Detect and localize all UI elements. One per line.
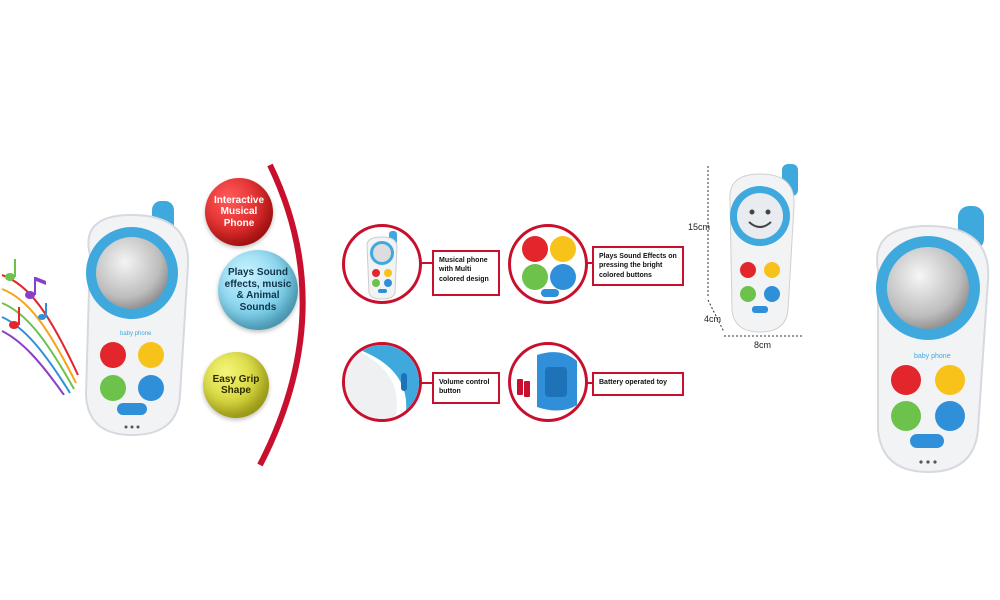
- svg-text:baby phone: baby phone: [120, 331, 152, 337]
- phone-brand-label: baby phone: [914, 353, 951, 360]
- musical-notes-decoration: [1, 259, 79, 395]
- phone-product-right: baby phone: [876, 206, 990, 474]
- callout-volume-text: Volume control button: [439, 379, 490, 396]
- connector-line: [420, 262, 432, 264]
- red-arc-divider: [257, 163, 306, 467]
- battery-icon: [517, 352, 577, 411]
- feature-volume-image: [342, 342, 422, 422]
- interactive-bubble-text: Interactive Musical Phone: [213, 194, 265, 229]
- sound-bubble-text: Plays Sound effects, music & Animal Soun…: [224, 267, 292, 313]
- buttons-closeup-icon: [522, 236, 576, 297]
- callout-battery-text: Battery operated toy: [599, 379, 668, 386]
- callout-musical: Musical phone with Multi colored design: [432, 250, 500, 296]
- mini-phone-icon: [366, 231, 398, 300]
- dimension-width: 8cm: [754, 340, 772, 350]
- note-icon: [5, 259, 47, 329]
- grip-bubble-text: Easy Grip Shape: [212, 373, 260, 397]
- callout-effects: Plays Sound Effects on pressing the brig…: [592, 246, 684, 286]
- dimension-height: 15cm: [688, 222, 711, 232]
- grip-bubble: Easy Grip Shape: [203, 352, 269, 418]
- feature-battery-image: [508, 342, 588, 422]
- phone-smiley-dimensions: [707, 164, 804, 337]
- feature-effects-image: [508, 224, 588, 304]
- feature-musical-image: [342, 224, 422, 304]
- callout-musical-text: Musical phone with Multi colored design: [439, 257, 489, 283]
- callout-effects-text: Plays Sound Effects on pressing the brig…: [599, 253, 677, 279]
- callout-volume: Volume control button: [432, 372, 500, 404]
- callout-battery: Battery operated toy: [592, 372, 684, 396]
- interactive-bubble: Interactive Musical Phone: [205, 178, 273, 246]
- sound-bubble: Plays Sound effects, music & Animal Soun…: [218, 250, 298, 330]
- connector-line: [420, 382, 432, 384]
- phone-product-left: baby phone: [84, 201, 190, 437]
- dimension-depth: 4cm: [704, 314, 722, 324]
- volume-closeup-icon: [345, 345, 419, 419]
